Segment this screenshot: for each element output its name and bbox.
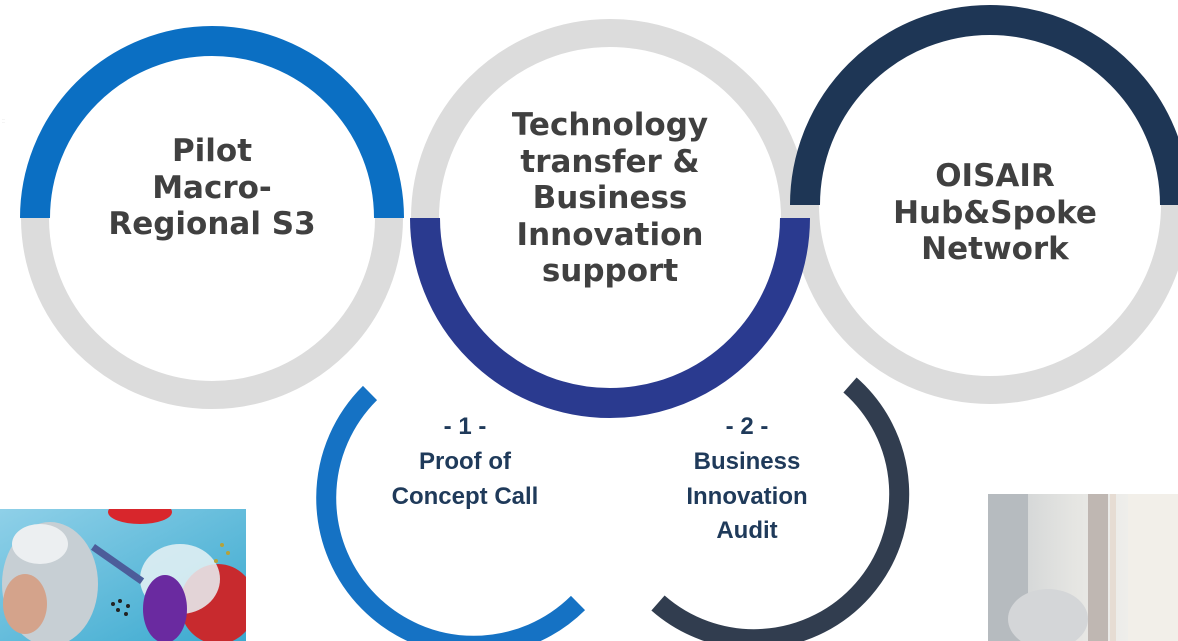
circle-2-navy-arc — [410, 217, 810, 418]
subcircle-2-arc — [651, 377, 910, 641]
circle-1-blue-arc — [20, 26, 404, 219]
circle-1-label: Pilot Macro- Regional S3 — [108, 133, 316, 243]
tiny-header-text: …… — [2, 117, 5, 124]
lab-scientist-photo — [0, 509, 246, 641]
subcircle-1-label: - 1 - Proof of Concept Call — [391, 413, 539, 510]
circle-3-navy-arc — [790, 5, 1178, 206]
circle-2-label: Technology transfer & Business Innovatio… — [511, 107, 709, 290]
subcircle-1-arc — [316, 385, 586, 641]
interior-photo — [988, 494, 1178, 641]
circle-3-label: OISAIR Hub&Spoke Network — [893, 158, 1097, 268]
subcircle-2-label: - 2 - Business Innovation Audit — [686, 413, 808, 545]
